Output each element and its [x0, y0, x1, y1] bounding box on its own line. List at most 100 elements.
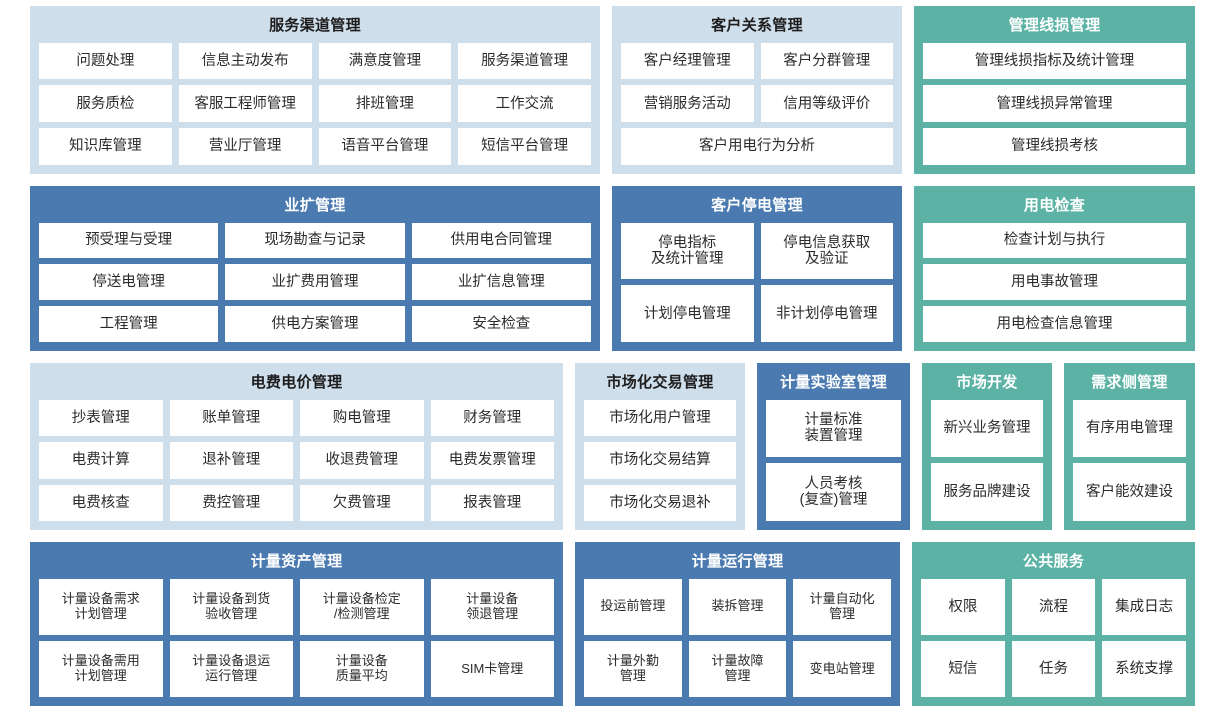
module-cell[interactable]: 系统支撑 — [1102, 640, 1187, 697]
module-cell[interactable]: 预受理与受理 — [39, 222, 219, 259]
panel-title: 客户关系管理 — [711, 17, 803, 34]
panel-cell-grid: 新兴业务管理 服务品牌建设 — [931, 399, 1043, 521]
panel-customer-relationship-management[interactable]: 客户关系管理 客户经理管理 客户分群管理 营销服务活动 信用等级评价 客户用电行… — [612, 6, 902, 174]
module-cell[interactable]: 电费计算 — [39, 442, 163, 479]
panel-metering-laboratory-management[interactable]: 计量实验室管理 计量标准 装置管理 人员考核 (复查)管理 — [757, 363, 910, 530]
module-cell[interactable]: 业扩信息管理 — [411, 264, 591, 301]
module-cell[interactable]: 购电管理 — [300, 399, 424, 436]
module-cell[interactable]: 营销服务活动 — [621, 85, 754, 123]
module-cell[interactable]: 语音平台管理 — [318, 128, 452, 165]
module-cell[interactable]: 任务 — [1011, 640, 1096, 697]
panel-metering-asset-management[interactable]: 计量资产管理 计量设备需求 计划管理 计量设备到货 验收管理 计量设备检定 /检… — [30, 542, 563, 706]
module-cell[interactable]: 计量故障 管理 — [688, 640, 787, 697]
module-cell[interactable]: SIM卡管理 — [430, 640, 554, 697]
module-cell[interactable]: 计量设备需求 计划管理 — [39, 578, 163, 635]
module-cell[interactable]: 计量设备需用 计划管理 — [39, 640, 163, 697]
module-cell[interactable]: 停送电管理 — [39, 264, 219, 301]
module-cell[interactable]: 工作交流 — [458, 85, 591, 123]
module-cell[interactable]: 报表管理 — [430, 484, 554, 521]
module-cell[interactable]: 客户经理管理 — [621, 42, 754, 80]
module-cell[interactable]: 服务品牌建设 — [931, 463, 1043, 521]
panel-management-line-loss-management[interactable]: 管理线损管理 管理线损指标及统计管理 管理线损异常管理 管理线损考核 — [914, 6, 1195, 174]
module-cell[interactable]: 管理线损指标及统计管理 — [923, 42, 1186, 80]
module-cell[interactable]: 权限 — [921, 578, 1005, 635]
module-cell[interactable]: 非计划停电管理 — [760, 285, 893, 342]
panel-cell-grid: 计量标准 装置管理 人员考核 (复查)管理 — [766, 399, 901, 521]
panel-electricity-fee-price-management[interactable]: 电费电价管理 抄表管理 账单管理 购电管理 财务管理 电费计算 退补管理 收退费… — [30, 363, 563, 530]
module-cell[interactable]: 费控管理 — [169, 484, 293, 521]
module-cell[interactable]: 工程管理 — [39, 306, 219, 342]
module-cell[interactable]: 用电事故管理 — [923, 264, 1186, 301]
module-cell[interactable]: 有序用电管理 — [1073, 399, 1186, 458]
cell-row: 短信 任务 系统支撑 — [921, 640, 1187, 697]
module-cell[interactable]: 市场化用户管理 — [584, 399, 736, 436]
module-cell[interactable]: 计量标准 装置管理 — [766, 399, 901, 458]
module-cell[interactable]: 账单管理 — [169, 399, 293, 436]
module-cell[interactable]: 停电信息获取 及验证 — [760, 222, 893, 280]
module-cell[interactable]: 抄表管理 — [39, 399, 163, 436]
module-cell[interactable]: 供电方案管理 — [225, 306, 405, 342]
module-cell[interactable]: 管理线损考核 — [923, 128, 1186, 165]
module-cell[interactable]: 收退费管理 — [300, 442, 424, 479]
module-cell[interactable]: 集成日志 — [1102, 578, 1187, 635]
panel-public-services[interactable]: 公共服务 权限 流程 集成日志 短信 任务 系统支撑 — [912, 542, 1195, 706]
panel-business-expansion-management[interactable]: 业扩管理 预受理与受理 现场勘查与记录 供用电合同管理 停送电管理 业扩费用管理… — [30, 186, 600, 351]
module-cell[interactable]: 现场勘查与记录 — [225, 222, 405, 259]
module-cell[interactable]: 管理线损异常管理 — [923, 85, 1186, 123]
module-cell[interactable]: 满意度管理 — [318, 42, 452, 80]
module-cell[interactable]: 用电检查信息管理 — [923, 306, 1186, 342]
module-cell[interactable]: 营业厅管理 — [178, 128, 312, 165]
module-cell[interactable]: 欠费管理 — [300, 484, 424, 521]
panel-title: 计量运行管理 — [691, 553, 784, 570]
panel-market-development[interactable]: 市场开发 新兴业务管理 服务品牌建设 — [922, 363, 1052, 530]
module-cell[interactable]: 计量自动化 管理 — [793, 578, 892, 635]
module-cell[interactable]: 短信 — [921, 640, 1005, 697]
module-cell[interactable]: 计量设备 质量平均 — [300, 640, 424, 697]
module-cell[interactable]: 市场化交易结算 — [584, 442, 736, 479]
module-cell[interactable]: 安全检查 — [411, 306, 591, 342]
module-cell[interactable]: 计量设备到货 验收管理 — [169, 578, 293, 635]
module-cell[interactable]: 变电站管理 — [793, 640, 892, 697]
module-cell[interactable]: 计量外勤 管理 — [584, 640, 682, 697]
module-cell[interactable]: 财务管理 — [430, 399, 554, 436]
module-cell[interactable]: 客服工程师管理 — [178, 85, 312, 123]
panel-title: 电费电价管理 — [250, 374, 343, 391]
module-cell[interactable]: 电费核查 — [39, 484, 163, 521]
module-cell[interactable]: 计划停电管理 — [621, 285, 754, 342]
module-cell[interactable]: 检查计划与执行 — [923, 222, 1186, 259]
module-cell[interactable]: 服务渠道管理 — [458, 42, 591, 80]
module-cell[interactable]: 短信平台管理 — [458, 128, 591, 165]
module-cell[interactable]: 客户分群管理 — [760, 42, 893, 80]
module-cell[interactable]: 市场化交易退补 — [584, 484, 736, 521]
module-cell[interactable]: 退补管理 — [169, 442, 293, 479]
module-cell[interactable]: 客户用电行为分析 — [621, 128, 893, 165]
module-cell[interactable]: 计量设备检定 /检测管理 — [300, 578, 424, 635]
module-cell[interactable]: 问题处理 — [39, 42, 172, 80]
module-cell[interactable]: 知识库管理 — [39, 128, 172, 165]
module-cell[interactable]: 供用电合同管理 — [411, 222, 591, 259]
module-cell[interactable]: 计量设备退运 运行管理 — [169, 640, 293, 697]
module-cell[interactable]: 信息主动发布 — [178, 42, 312, 80]
panel-service-channel-management[interactable]: 服务渠道管理 问题处理 信息主动发布 满意度管理 服务渠道管理 服务质检 客服工… — [30, 6, 600, 174]
panel-demand-side-management[interactable]: 需求侧管理 有序用电管理 客户能效建设 — [1064, 363, 1195, 530]
module-cell[interactable]: 排班管理 — [318, 85, 452, 123]
module-cell[interactable]: 人员考核 (复查)管理 — [766, 463, 901, 521]
module-cell[interactable]: 电费发票管理 — [430, 442, 554, 479]
module-cell[interactable]: 装拆管理 — [688, 578, 787, 635]
panel-customer-outage-management[interactable]: 客户停电管理 停电指标 及统计管理 停电信息获取 及验证 计划停电管理 非计划停… — [612, 186, 902, 351]
module-cell[interactable]: 投运前管理 — [584, 578, 682, 635]
cell-row: 电费计算 退补管理 收退费管理 电费发票管理 — [39, 442, 554, 479]
panel-cell-grid: 问题处理 信息主动发布 满意度管理 服务渠道管理 服务质检 客服工程师管理 排班… — [39, 42, 591, 166]
module-cell[interactable]: 业扩费用管理 — [225, 264, 405, 301]
panel-title: 需求侧管理 — [1091, 374, 1168, 391]
module-cell[interactable]: 计量设备 领退管理 — [430, 578, 554, 635]
module-cell[interactable]: 停电指标 及统计管理 — [621, 222, 754, 280]
module-cell[interactable]: 客户能效建设 — [1073, 463, 1186, 521]
panel-electricity-usage-inspection[interactable]: 用电检查 检查计划与执行 用电事故管理 用电检查信息管理 — [914, 186, 1195, 351]
module-cell[interactable]: 新兴业务管理 — [931, 399, 1043, 458]
panel-metering-operation-management[interactable]: 计量运行管理 投运前管理 装拆管理 计量自动化 管理 计量外勤 管理 计量故障 … — [575, 542, 900, 706]
panel-market-transaction-management[interactable]: 市场化交易管理 市场化用户管理 市场化交易结算 市场化交易退补 — [575, 363, 745, 530]
module-cell[interactable]: 流程 — [1011, 578, 1096, 635]
module-cell[interactable]: 服务质检 — [39, 85, 172, 123]
module-cell[interactable]: 信用等级评价 — [760, 85, 893, 123]
